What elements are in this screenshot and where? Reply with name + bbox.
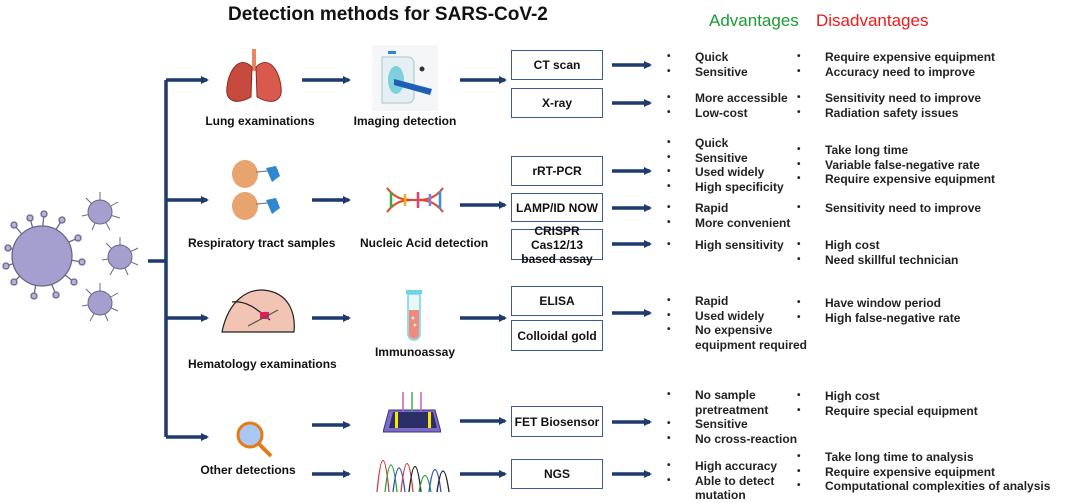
method-box-colloidal-gold: Colloidal gold: [511, 320, 603, 351]
list-item: Radiation safety issues: [797, 106, 981, 121]
list-item: Rapid: [667, 294, 807, 309]
list-item: Require expensive equipment: [797, 172, 995, 187]
list-item: No sample: [667, 388, 797, 403]
virus-small-bottom: [81, 283, 119, 322]
nasal-swab-icon: [232, 160, 280, 220]
list-item: High sensitivity: [667, 238, 784, 253]
virus-large: [2, 210, 86, 300]
list-item: Variable false-negative rate: [797, 158, 995, 173]
list-item: High cost: [797, 238, 958, 253]
method-box-lamp-id-now: LAMP/ID NOW: [511, 193, 603, 222]
disadvantages-header: Disadvantages: [816, 11, 929, 30]
advantages-crispr: High sensitivity: [667, 238, 784, 253]
list-item: Quick: [667, 50, 748, 65]
label-other-detections: Other detections: [200, 463, 296, 477]
advantages-elisa: Rapid Used widely No expensive equipment…: [667, 294, 807, 352]
advantages-header: Advantages: [709, 11, 799, 30]
list-item: More convenient: [667, 216, 790, 231]
list-item: Take long time: [797, 143, 995, 158]
advantages-rrt-pcr: Quick Sensitive Used widely High specifi…: [667, 136, 784, 194]
list-item: Require expensive equipment: [797, 465, 1050, 480]
method-box-ngs: NGS: [511, 459, 603, 489]
advantages-lamp-id-now: Rapid More convenient: [667, 201, 790, 230]
advantages-fet-biosensor: No sample pretreatment Sensitive No cros…: [667, 388, 797, 446]
disadvantages-crispr: High cost Need skillful technician: [797, 238, 958, 267]
list-item: High cost: [797, 389, 978, 404]
disadvantages-elisa: Have window period High false-negative r…: [797, 296, 960, 325]
list-item: Sensitivity need to improve: [797, 91, 981, 106]
list-item: Able to detect: [667, 474, 777, 489]
label-nucleic-acid-detection: Nucleic Acid detection: [360, 236, 489, 250]
advantages-ngs: High accuracy Able to detect mutation: [667, 459, 777, 503]
list-item: mutation: [695, 488, 746, 503]
list-item: Sensitive: [667, 65, 748, 80]
label-immunoassay: Immunoassay: [374, 345, 456, 359]
label-lung-examinations: Lung examinations: [205, 114, 315, 128]
method-box-ct-scan: CT scan: [511, 50, 603, 80]
list-item: Require expensive equipment: [797, 50, 995, 65]
method-box-x-ray: X-ray: [511, 88, 603, 118]
sequencing-chromatogram-icon: [376, 459, 450, 493]
list-item: Sensitive: [667, 417, 797, 432]
fet-chip-icon: [383, 392, 441, 433]
magnifier-icon: [236, 421, 273, 458]
list-item: Sensitive: [667, 151, 784, 166]
list-item: High accuracy: [667, 459, 777, 474]
list-item: Low-cost: [667, 106, 788, 121]
list-item: More accessible: [667, 91, 788, 106]
test-tube-icon: [406, 290, 422, 341]
list-item: Sensitivity need to improve: [797, 201, 981, 216]
disadvantages-rrt-pcr: Take long time Variable false-negative r…: [797, 143, 995, 187]
crispr-name-line2: based assay: [521, 251, 593, 266]
list-item: Computational complexities of analysis: [797, 479, 1050, 494]
virus-icon: [2, 192, 139, 322]
list-item: pretreatment: [695, 402, 769, 417]
dna-icon: [386, 187, 444, 213]
list-item: equipment required: [695, 337, 808, 352]
list-item: High false-negative rate: [797, 311, 960, 326]
list-item: Rapid: [667, 201, 790, 216]
list-item: Used widely: [667, 165, 784, 180]
list-item: High specificity: [667, 180, 784, 195]
method-box-crispr: CRISPR Cas12/13 based assay: [511, 224, 603, 266]
label-hematology-examinations: Hematology examinations: [188, 357, 337, 371]
label-imaging-detection: Imaging detection: [353, 114, 457, 128]
crispr-name-line1: CRISPR Cas12/13: [530, 223, 584, 252]
list-item: Take long time to analysis: [797, 450, 1050, 465]
virus-small-top: [81, 192, 121, 231]
list-item: Need skillful technician: [797, 253, 958, 268]
advantages-x-ray: More accessible Low-cost: [667, 91, 788, 120]
list-item: Accuracy need to improve: [797, 65, 995, 80]
disadvantages-lamp-id-now: Sensitivity need to improve: [797, 201, 981, 216]
list-item: Quick: [667, 136, 784, 151]
list-item: Used widely: [667, 309, 807, 324]
diagram-title: Detection methods for SARS-CoV-2: [228, 4, 548, 25]
ct-scanner-icon: [372, 45, 438, 111]
list-item: No cross-reaction: [667, 432, 797, 447]
advantages-ct-scan: Quick Sensitive: [667, 50, 748, 79]
lungs-icon: [226, 49, 282, 102]
blood-draw-icon: [221, 289, 295, 333]
disadvantages-ct-scan: Require expensive equipment Accuracy nee…: [797, 50, 995, 79]
method-box-elisa: ELISA: [511, 286, 603, 316]
list-item: Have window period: [797, 296, 960, 311]
method-box-rrt-pcr: rRT-PCR: [511, 156, 603, 186]
disadvantages-fet-biosensor: High cost Require special equipment: [797, 389, 978, 418]
virus-small-mid: [101, 237, 139, 276]
disadvantages-x-ray: Sensitivity need to improve Radiation sa…: [797, 91, 981, 120]
label-respiratory-tract-samples: Respiratory tract samples: [188, 236, 336, 250]
method-box-fet-biosensor: FET Biosensor: [511, 406, 603, 437]
disadvantages-ngs: Take long time to analysis Require expen…: [797, 450, 1050, 494]
list-item: Require special equipment: [797, 404, 978, 419]
list-item: No expensive: [667, 323, 807, 338]
